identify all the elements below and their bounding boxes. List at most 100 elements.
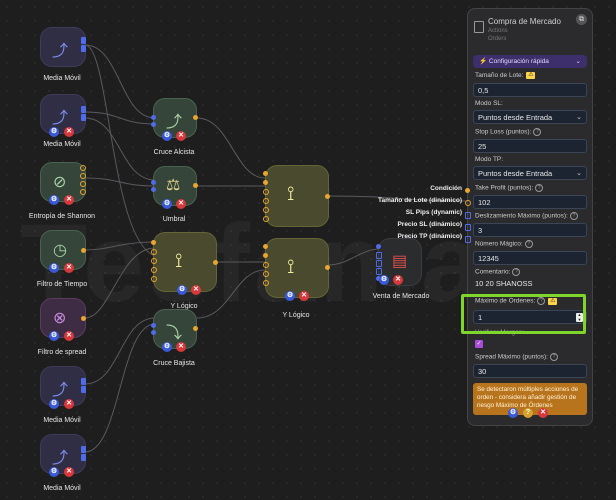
- sl-mode-label: Modo SL:: [475, 100, 503, 107]
- node-label: Media Móvil: [43, 75, 81, 82]
- tp-mode-select[interactable]: Puntos desde Entrada ⌄: [473, 166, 587, 180]
- stop-loss-input[interactable]: 25: [473, 139, 587, 153]
- quick-config-label: Configuración rápida: [488, 58, 549, 65]
- node-label: Media Móvil: [43, 485, 81, 492]
- trending-up-icon: ⤴: [166, 114, 183, 131]
- config-button[interactable]: ⚙: [49, 195, 59, 205]
- trending-up-icon: ⤴: [52, 43, 69, 60]
- config-button[interactable]: ⚙: [508, 408, 518, 418]
- delete-button[interactable]: ✕: [64, 467, 74, 477]
- plug-icon: ⟟: [287, 183, 295, 205]
- config-button[interactable]: ⚙: [285, 291, 295, 301]
- warning-icon: ⚠: [548, 297, 558, 305]
- node-label: Umbral: [162, 216, 186, 223]
- node-label: Venta de Mercado: [372, 293, 430, 300]
- magic-number-label: Número Mágico:: [475, 240, 523, 248]
- slippage-label: Deslizamiento Máximo (puntos):: [475, 212, 568, 220]
- help-icon: ?: [512, 268, 521, 276]
- close-circle-icon: ⊗: [53, 310, 67, 327]
- config-button[interactable]: ⚙: [162, 131, 172, 141]
- delete-button[interactable]: ✕: [64, 263, 74, 273]
- take-profit-input[interactable]: 102: [473, 195, 587, 209]
- properties-panel: Compra de Mercado Actions Orders ⧉ ⚡ Con…: [465, 8, 593, 426]
- node-label: Entropía de Shannon: [28, 213, 96, 220]
- panel-subcategory: Orders: [488, 36, 507, 42]
- compass-icon: ⊘: [53, 174, 67, 191]
- config-button[interactable]: ⚙: [49, 331, 59, 341]
- slippage-input[interactable]: 3: [473, 223, 587, 237]
- trending-down-icon: ⤵: [166, 325, 183, 342]
- max-orders-input[interactable]: 1 ▲▼: [473, 310, 587, 324]
- input-label-sl-pips: SL Pips (dynamic): [405, 209, 462, 216]
- lot-label: Tamaño de Lote:: [475, 72, 524, 80]
- node-label: Filtro de spread: [37, 349, 87, 356]
- delete-button[interactable]: ✕: [299, 291, 309, 301]
- input-label-precio-sl: Precio SL (dinámico): [397, 221, 462, 228]
- plug-icon: ⟟: [287, 256, 295, 278]
- document-icon: ▤: [392, 253, 408, 270]
- node-label: Filtro de Tiempo: [36, 281, 88, 288]
- sl-mode-value: Puntos desde Entrada: [478, 113, 553, 122]
- config-button[interactable]: ⚙: [162, 342, 172, 352]
- trending-up-icon: ⤴: [52, 110, 69, 127]
- node-label: Y Lógico: [282, 312, 310, 319]
- delete-button[interactable]: ✕: [176, 131, 186, 141]
- tp-mode-value: Puntos desde Entrada: [478, 169, 553, 178]
- delete-button[interactable]: ✕: [64, 399, 74, 409]
- node-label: Media Móvil: [43, 141, 81, 148]
- warning-icon: ⚠: [526, 72, 536, 79]
- plug-icon: ⟟: [175, 250, 183, 272]
- help-icon: ?: [569, 212, 578, 220]
- margin-checkbox[interactable]: ✓: [475, 340, 483, 348]
- lot-size-input[interactable]: 0,5: [473, 83, 587, 97]
- config-button[interactable]: ⚙: [177, 285, 187, 295]
- input-label-tamano: Tamaño de Lote (dinámico): [377, 197, 462, 204]
- comment-label: Comentario:: [475, 268, 511, 276]
- comment-input[interactable]: 10 20 SHANOSS: [475, 279, 533, 288]
- config-button[interactable]: ⚙: [162, 199, 172, 209]
- config-button[interactable]: ⚙: [49, 399, 59, 409]
- config-button[interactable]: ⚙: [49, 263, 59, 273]
- node-label: Media Móvil: [43, 417, 81, 424]
- node-label: Cruce Alcista: [153, 149, 195, 156]
- quick-config-button[interactable]: ⚡ Configuración rápida ⌄: [473, 55, 587, 68]
- node-label: Y Lógico: [170, 303, 198, 310]
- input-label-precio-tp: Precio TP (dinámico): [397, 233, 462, 240]
- help-button[interactable]: ?: [523, 408, 533, 418]
- stepper-arrows[interactable]: ▲▼: [576, 312, 583, 322]
- spread-input[interactable]: 30: [473, 364, 587, 378]
- help-icon: ?: [535, 184, 544, 192]
- panel-category: Actions: [488, 28, 508, 34]
- max-orders-label: Máximo de Órdenes:: [475, 297, 536, 305]
- help-icon: ?: [533, 128, 542, 136]
- panel-title: Compra de Mercado: [488, 17, 561, 26]
- delete-button[interactable]: ✕: [64, 331, 74, 341]
- copy-icon[interactable]: ⧉: [576, 14, 587, 25]
- delete-button[interactable]: ✕: [191, 285, 201, 295]
- spread-label: Spread Máximo (puntos):: [475, 353, 548, 361]
- delete-button[interactable]: ✕: [538, 408, 548, 418]
- chevron-down-icon: ⌄: [576, 114, 582, 121]
- sl-mode-select[interactable]: Puntos desde Entrada ⌄: [473, 110, 587, 124]
- config-button[interactable]: ⚙: [49, 467, 59, 477]
- config-button[interactable]: ⚙: [379, 275, 389, 285]
- clock-icon: ◷: [53, 242, 67, 259]
- delete-button[interactable]: ✕: [64, 195, 74, 205]
- delete-button[interactable]: ✕: [393, 275, 403, 285]
- delete-button[interactable]: ✕: [176, 342, 186, 352]
- tp-mode-label: Modo TP:: [475, 156, 504, 163]
- help-icon: ?: [524, 240, 533, 248]
- max-orders-highlight: [461, 294, 586, 334]
- trending-up-icon: ⤴: [52, 450, 69, 467]
- warning-message: Se detectaron múltiples acciones de orde…: [473, 383, 587, 415]
- delete-button[interactable]: ✕: [176, 199, 186, 209]
- max-orders-value: 1: [478, 313, 483, 322]
- input-label-condicion: Condición: [430, 185, 462, 192]
- delete-button[interactable]: ✕: [64, 127, 74, 137]
- config-button[interactable]: ⚙: [49, 127, 59, 137]
- chevron-down-icon: ⌄: [576, 170, 582, 177]
- magic-number-input[interactable]: 12345: [473, 251, 587, 265]
- take-profit-label: Take Profit (puntos):: [475, 184, 534, 192]
- node-label: Cruce Bajista: [153, 360, 195, 367]
- help-icon: ?: [549, 353, 558, 361]
